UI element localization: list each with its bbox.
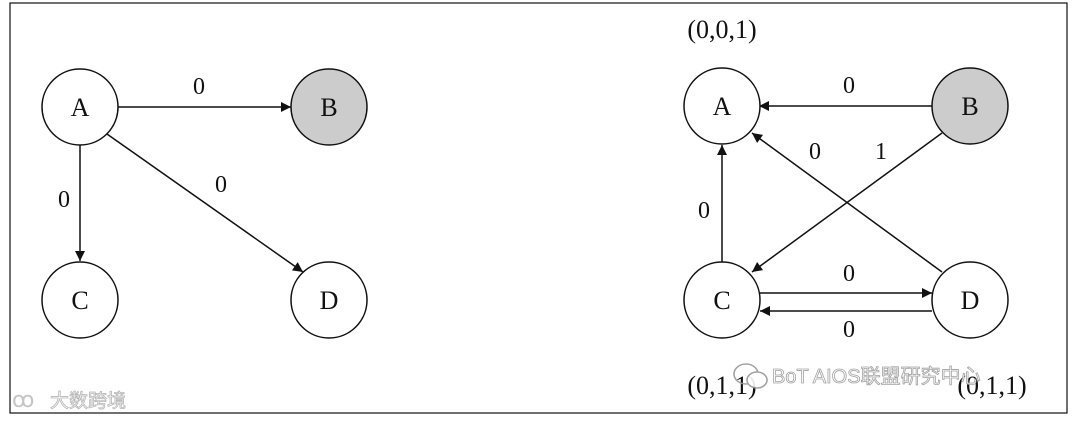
watermark-right-text: BoT AIOS联盟研究中心 (772, 365, 981, 388)
node-b (290, 68, 368, 146)
watermark-left: ꝏ 大数跨境 (12, 387, 126, 412)
outer-border (9, 2, 1068, 414)
edge-b-to-c-weight: 1 (875, 139, 887, 165)
node-d-label: D (961, 286, 980, 315)
node-a (683, 67, 761, 145)
node-a-label: A (71, 93, 90, 122)
edge-d-to-a-weight: 0 (809, 139, 821, 165)
node-c-vector: (0,1,1) (687, 371, 756, 400)
node-a-label: A (713, 92, 732, 121)
edge-a-to-d (106, 133, 304, 273)
edge-b-to-a-weight: 0 (843, 73, 855, 99)
node-b-label: B (320, 93, 337, 122)
edge-c-to-a-weight: 0 (698, 198, 710, 224)
watermark-right: BoT AIOS联盟研究中心 (733, 363, 981, 389)
node-d-vector: (0,1,1) (957, 371, 1026, 400)
edge-c-to-d-weight: 0 (843, 261, 855, 287)
right-graph: 0 0 1 0 0 0 A B C D (0,0,1) (0,1,1) (0,1… (683, 15, 1027, 400)
node-c-label: C (71, 286, 88, 315)
watermark-left-text: 大数跨境 (50, 390, 126, 412)
node-d-label: D (320, 286, 339, 315)
node-c-label: C (713, 286, 730, 315)
edge-a-to-b-weight: 0 (193, 74, 205, 100)
edge-a-to-d-weight: 0 (215, 172, 227, 198)
node-d (290, 261, 368, 339)
wechat-icon (733, 363, 768, 389)
node-a (41, 68, 119, 146)
node-d (931, 261, 1009, 339)
node-c (683, 261, 761, 339)
edge-a-to-c-weight: 0 (58, 187, 70, 213)
node-c (41, 261, 119, 339)
left-graph: 0 0 0 A B C D (41, 68, 368, 339)
node-b-label: B (961, 92, 978, 121)
swirl-logo-icon: ꝏ (12, 387, 34, 412)
edge-b-to-c (751, 132, 943, 273)
edge-d-to-c-weight: 0 (843, 317, 855, 343)
node-b (931, 67, 1009, 145)
node-a-vector: (0,0,1) (687, 15, 756, 44)
